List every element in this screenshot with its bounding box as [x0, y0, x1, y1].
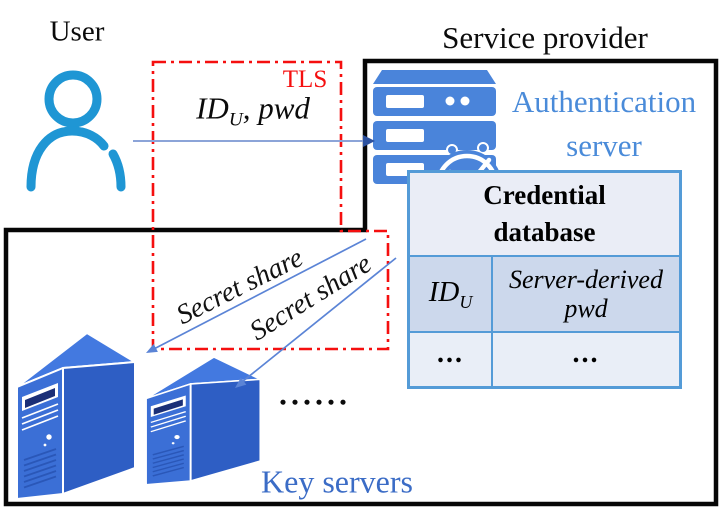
- id-subscript: U: [228, 109, 243, 131]
- id-prefix: ID: [196, 90, 229, 126]
- id-suffix: , pwd: [242, 90, 310, 126]
- col2-header-line1: Server-derived: [509, 265, 663, 294]
- table-title-cell: Credential database: [410, 173, 679, 257]
- key-server-2-icon: [145, 356, 262, 486]
- secret-share-arrow-1: [146, 238, 367, 353]
- user-label: User: [49, 15, 105, 48]
- col2-header-line2: pwd: [564, 294, 608, 323]
- provider-and-keyservers-outline: [3, 58, 719, 507]
- table-title-line2: database: [493, 217, 596, 247]
- credential-database-table: Credential database IDU Server-derived p…: [407, 170, 682, 389]
- login-arrow: [133, 135, 375, 147]
- more-servers-ellipsis: ......: [279, 375, 351, 412]
- table-col2-header-cell: Server-derived pwd: [493, 257, 679, 333]
- col1-id-subscript: U: [459, 291, 473, 312]
- key-servers-label: Key servers: [261, 463, 413, 500]
- service-provider-label: Service provider: [442, 20, 648, 55]
- tls-label: TLS: [282, 66, 328, 93]
- id-pwd-message-label: IDU, pwd: [196, 90, 310, 131]
- table-title-line1: Credential: [483, 180, 606, 210]
- authentication-server-label: Authentication server: [512, 80, 696, 168]
- col1-id-prefix: ID: [428, 275, 460, 308]
- table-row-dots-col1: ...: [410, 333, 493, 386]
- auth-line1: Authentication: [511, 84, 697, 119]
- table-row-dots-col2: ...: [493, 333, 679, 386]
- user-icon: [26, 70, 126, 192]
- table-col1-header-cell: IDU: [410, 257, 493, 333]
- key-server-1-icon: [16, 332, 136, 500]
- secret-share-arrow-2: [235, 257, 397, 388]
- auth-line2: server: [566, 128, 642, 163]
